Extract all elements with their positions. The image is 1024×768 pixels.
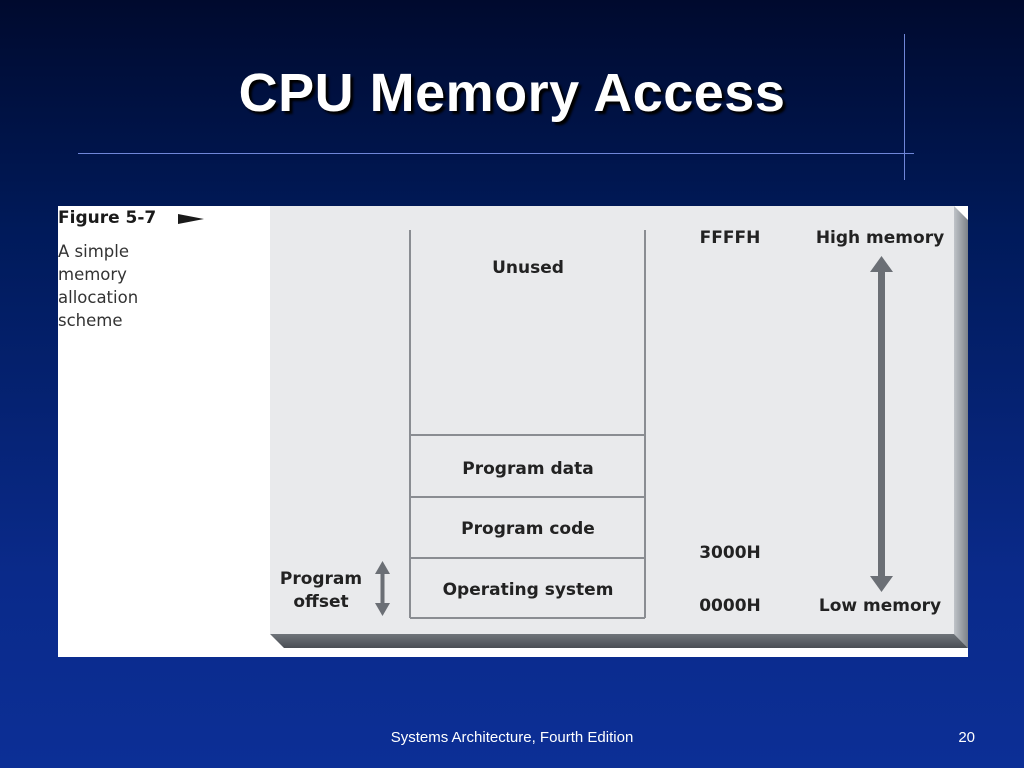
low-memory-label: Low memory <box>819 596 941 616</box>
title-divider-vertical <box>904 34 905 180</box>
double-headed-vertical-arrow-icon <box>870 256 893 592</box>
caption-line: allocation <box>58 288 139 307</box>
caption-line: memory <box>58 265 127 284</box>
footer-text: Systems Architecture, Fourth Edition <box>390 729 634 746</box>
figure-caption-title: Figure 5-7 <box>58 208 157 228</box>
page-number: 20 <box>958 729 975 746</box>
caption-line: scheme <box>58 311 123 330</box>
memory-allocation-diagram: Unused Program data Program code Operati… <box>270 206 968 648</box>
program-offset-label: offset <box>293 592 348 612</box>
diagram-background <box>270 206 954 634</box>
diagram-side-shadow <box>954 206 968 648</box>
figure-caption-text: A simple memory allocation scheme <box>58 240 168 332</box>
figure-panel: Figure 5-7 A simple memory allocation sc… <box>58 206 968 657</box>
program-offset-label: Program <box>280 569 362 589</box>
address-top: FFFFH <box>700 228 761 248</box>
diagram-bottom-shadow <box>270 634 968 648</box>
caption-line: A simple <box>58 242 129 261</box>
address-bottom: 0000H <box>699 596 761 616</box>
title-divider-horizontal <box>78 153 914 154</box>
address-middle: 3000H <box>699 543 761 563</box>
high-memory-label: High memory <box>816 228 944 248</box>
slide-title: CPU Memory Access <box>238 63 786 123</box>
block-label-operating-system: Operating system <box>443 580 614 600</box>
block-label-unused: Unused <box>492 258 564 278</box>
block-label-program-data: Program data <box>462 459 593 479</box>
triangle-right-icon <box>178 212 204 230</box>
block-label-program-code: Program code <box>461 519 595 539</box>
double-headed-vertical-arrow-icon <box>375 561 390 616</box>
